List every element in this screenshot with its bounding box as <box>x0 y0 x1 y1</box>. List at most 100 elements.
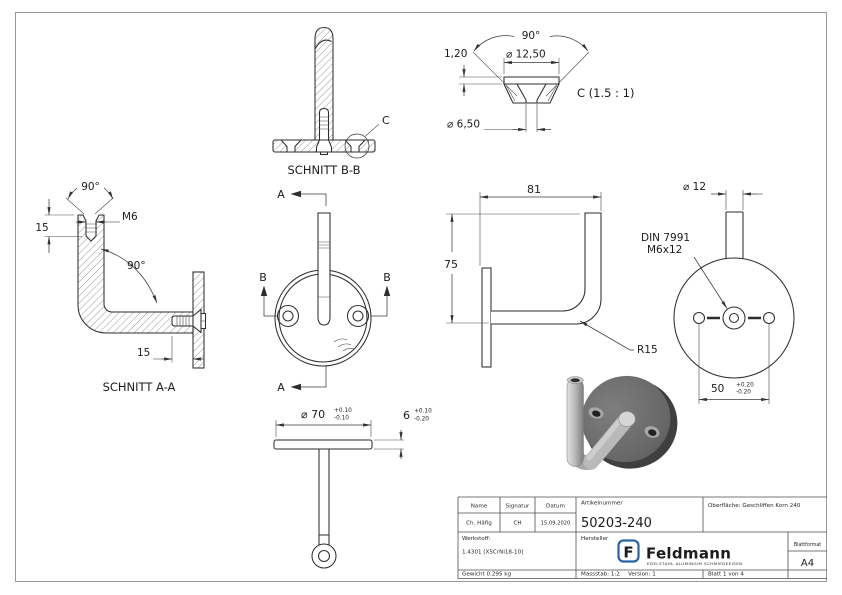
detail-c-view: 90° 1,20 ⌀ 12,50 ⌀ 6,50 C (1.5 : 1) <box>444 30 634 132</box>
bb-screw-head <box>315 139 333 153</box>
iso-vertical-bore <box>570 378 580 383</box>
bottom-dia-tol-plus: +0.10 <box>334 408 352 414</box>
bb-screw-shank <box>318 107 330 141</box>
aa-screw-threads <box>176 316 190 326</box>
side-radius-dim: R15 <box>637 344 658 356</box>
bottom-thickness-dim: 6 <box>403 409 410 422</box>
bb-screw-threads <box>319 116 329 130</box>
aa-angle-inner-dim: 90° <box>127 260 146 272</box>
tb-article-number: 50203-240 <box>581 516 652 531</box>
page-border <box>15 12 827 582</box>
aa-engagement-dim: 15 <box>137 347 150 359</box>
bottom-thickness-tol-plus: +0.10 <box>414 409 432 415</box>
iso-diagonal-highlight <box>586 416 624 461</box>
aa-thread-lines <box>85 223 97 233</box>
side-height-dim: 75 <box>444 258 458 271</box>
logo-f-glyph: F <box>623 544 633 562</box>
bottom-boss-outer <box>311 543 337 569</box>
front-hole-left-outer <box>276 304 300 328</box>
aa-screw-head <box>192 308 202 334</box>
logo-icon <box>617 539 640 563</box>
side-bracket-outline <box>491 212 602 325</box>
detail-c-circle <box>344 133 370 159</box>
front-hole-right-inner <box>352 310 364 322</box>
bb-tube-cap-line <box>314 39 332 50</box>
tb-article-label: Artikelnummer <box>581 501 623 507</box>
tb-date-label: Datum <box>546 504 565 510</box>
aa-angle-top-dim: 90° <box>81 181 100 193</box>
tb-name-label: Name <box>471 504 488 510</box>
c-profile-body <box>503 83 560 104</box>
aa-screw-shank <box>171 315 194 327</box>
schnitt-aa-view: 90° 15 M6 90° 15 SCHNITT A-A <box>35 181 207 394</box>
section-marker-a-bottom: A <box>277 381 285 394</box>
back-disc <box>673 257 795 379</box>
schnitt-bb-view: C SCHNITT B-B <box>272 26 390 177</box>
side-width-dim: 81 <box>527 183 541 196</box>
bottom-dia-dim: ⌀ 70 <box>301 408 325 421</box>
bb-countersink-left <box>279 139 303 153</box>
tb-format-label: Blattformat <box>794 542 821 548</box>
tb-material-value: 1.4301 [X5CrNi18-10] <box>462 550 523 556</box>
back-view: ⌀ 12 DIN 7991 M6x12 50 +0.20 -0.20 <box>641 181 795 404</box>
back-hub-inner <box>728 312 740 324</box>
back-hub-outer <box>722 306 746 330</box>
iso-vertical-tube <box>566 378 584 467</box>
tb-format-value: A4 <box>801 558 814 569</box>
side-wall-plate <box>481 267 492 368</box>
c-lip-dim: 1,20 <box>444 48 467 60</box>
back-hole-right <box>762 311 776 325</box>
schnitt-bb-label: SCHNITT B-B <box>288 163 361 177</box>
back-spacing-dim: 50 <box>711 383 724 395</box>
bottom-view: ⌀ 70 +0.10 -0.10 6 +0.10 -0.20 <box>273 408 432 569</box>
company-logo: F Feldmann EDELSTAHL ALUMINIUM SCHMIEDEE… <box>617 539 742 566</box>
section-arrow-a-bottom <box>290 383 301 391</box>
back-screw-spec-1: DIN 7991 <box>641 232 690 244</box>
tb-manufacturer-label: Hersteller <box>581 536 609 542</box>
tb-date-value: 15.09.2020 <box>541 521 571 527</box>
c-dia-top-dim: ⌀ 12,50 <box>506 49 546 61</box>
aa-thread-dim: M6 <box>122 211 138 223</box>
front-stem <box>317 212 331 326</box>
tb-sheet: Blatt 1 von 4 <box>708 572 744 578</box>
tb-version: Version: 1 <box>628 572 656 578</box>
bb-countersink-right <box>343 139 367 153</box>
section-marker-a-top: A <box>277 188 285 201</box>
detail-c-title: C (1.5 : 1) <box>577 86 634 100</box>
tb-surface: Oberfläche: Geschliffen Korn 240 <box>708 503 801 509</box>
section-arrow-b-left <box>260 285 268 296</box>
front-hole-right-outer <box>346 304 370 328</box>
bottom-dia-tol-minus: -0.10 <box>334 416 349 422</box>
iso-diagonal-tube <box>583 412 634 470</box>
tb-material-label: Werkstoff: <box>462 536 491 542</box>
iso-tube-end-cap <box>618 411 636 427</box>
bottom-plate-edge <box>273 439 373 450</box>
tb-name-value: Ch. Häfig <box>466 521 492 527</box>
c-dia-bottom-dim: ⌀ 6,50 <box>447 119 480 131</box>
bottom-boss-hole <box>317 549 331 563</box>
back-spacing-tol-minus: -0.20 <box>736 390 751 396</box>
front-surface-marks <box>333 338 355 352</box>
bottom-stem <box>318 449 330 545</box>
bb-screw-tip <box>319 151 329 156</box>
back-hole-left <box>692 311 706 325</box>
c-angle-ext <box>472 51 590 97</box>
back-tube <box>725 211 744 259</box>
c-angle-dim: 90° <box>522 30 541 42</box>
c-profile-lip <box>503 76 560 85</box>
section-marker-b-right: B <box>383 271 391 284</box>
detail-c-marker: C <box>382 114 390 127</box>
front-view: A A B B <box>259 188 391 394</box>
tb-weight: Gewicht 0.295 kg <box>462 572 512 578</box>
iso-hole-left <box>592 410 601 417</box>
title-block: Name Signatur Datum Ch. Häfig CH 15.09.2… <box>457 496 827 579</box>
isometric-3d-view <box>566 375 678 470</box>
back-spacing-tol-plus: +0.20 <box>736 383 754 389</box>
aa-bracket-section <box>77 214 194 334</box>
iso-hole-right <box>648 429 657 436</box>
detail-c-leader <box>364 123 380 137</box>
section-arrow-a-top <box>290 190 301 198</box>
side-view: 81 75 R15 <box>444 183 658 368</box>
